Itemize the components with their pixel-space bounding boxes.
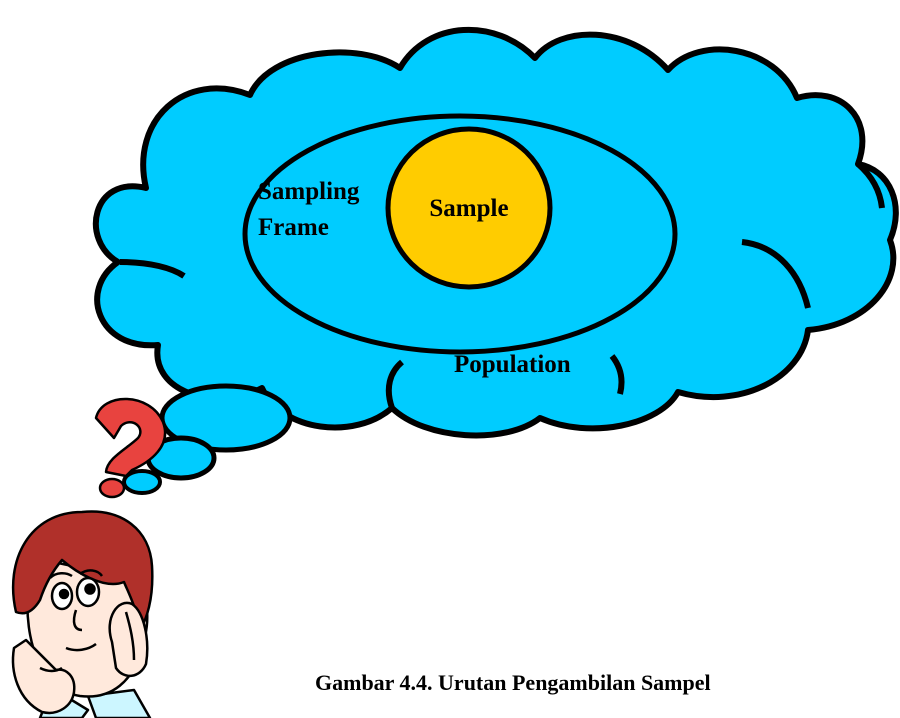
population-label: Population: [454, 351, 571, 378]
sampling-frame-label-line1: Sampling: [258, 178, 360, 205]
sample-label: Sample: [429, 195, 508, 222]
question-mark-icon: [94, 397, 167, 499]
thinking-person-icon: [11, 510, 154, 718]
sampling-frame-label-line2: Frame: [258, 214, 329, 241]
sample-circle: [385, 126, 553, 290]
figure-caption: Gambar 4.4. Urutan Pengambilan Sampel: [315, 670, 711, 695]
